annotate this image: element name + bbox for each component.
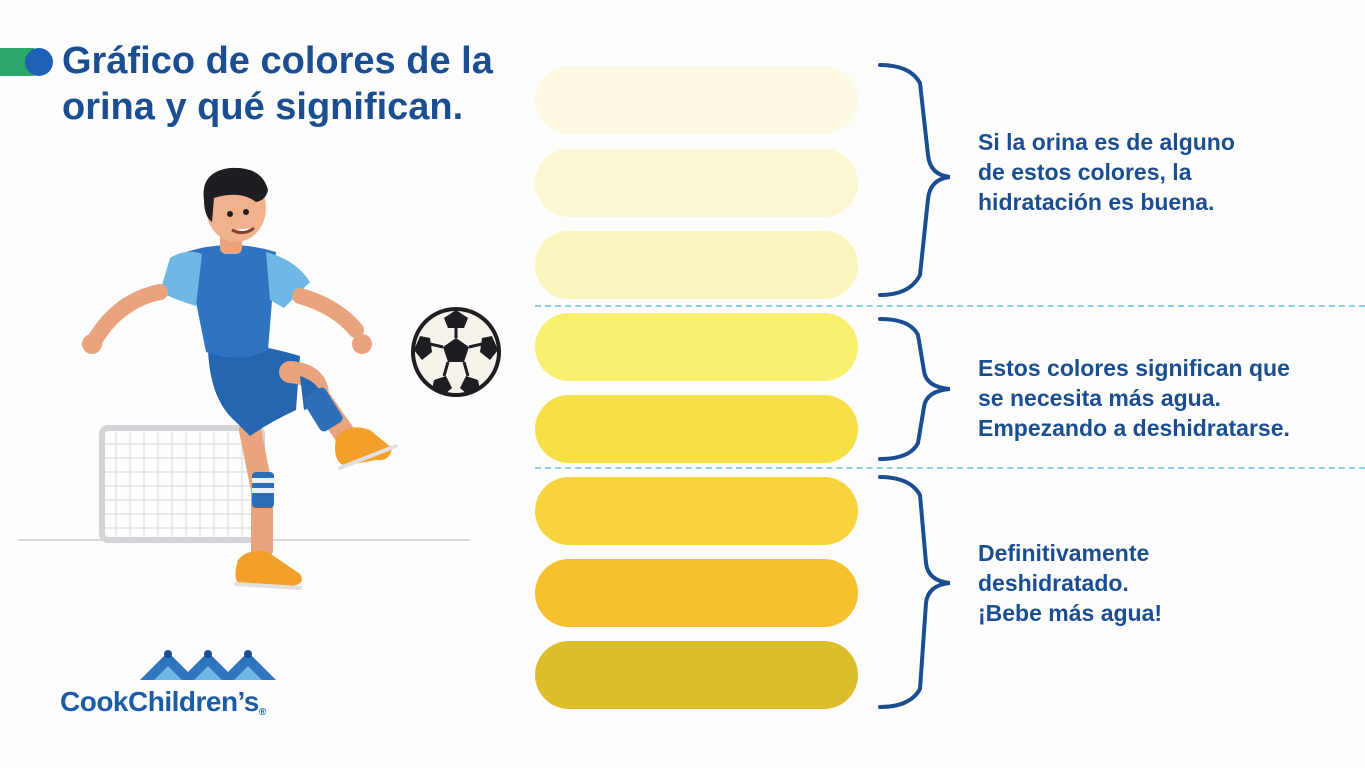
group-text-needs-water: Estos colores significan que se necesita… [978, 353, 1358, 443]
page-title: Gráfico de colores de la orina y qué sig… [62, 38, 532, 130]
group-2-line-2: se necesita más agua. [978, 385, 1221, 411]
title-line-2: orina y qué significan. [62, 86, 464, 128]
group-2-line-1: Estos colores significan que [978, 355, 1290, 381]
accent-dot [25, 48, 53, 76]
group-1-line-1: Si la orina es de alguno [978, 129, 1235, 155]
group-1-line-2: de estos colores, la [978, 159, 1192, 185]
group-text-good-hydration: Si la orina es de alguno de estos colore… [978, 127, 1358, 217]
soccer-goal-icon [99, 425, 265, 543]
color-swatch-2 [535, 149, 858, 217]
color-swatch-3 [535, 231, 858, 299]
color-swatch-4 [535, 313, 858, 381]
color-swatch-7 [535, 559, 858, 627]
group-brackets [878, 63, 950, 709]
logo-trademark: ® [258, 707, 266, 718]
divider-line-1 [535, 305, 1365, 307]
group-1-line-3: hidratación es buena. [978, 189, 1215, 215]
group-3-line-1: Definitivamente [978, 540, 1150, 566]
cook-childrens-logo-icon [140, 650, 276, 680]
color-swatch-8 [535, 641, 858, 709]
bracket-3 [878, 475, 950, 709]
divider-line-2 [535, 467, 1365, 469]
color-swatch-5 [535, 395, 858, 463]
logo-wordmark: CookChildren’s® [60, 686, 266, 718]
bracket-2 [878, 317, 950, 461]
soccer-player-illustration [18, 167, 470, 590]
group-3-line-3: ¡Bebe más agua! [978, 600, 1163, 626]
color-swatch-6 [535, 477, 858, 545]
group-text-dehydrated: Definitivamente deshidratado. ¡Bebe más … [978, 538, 1358, 628]
title-line-1: Gráfico de colores de la [62, 40, 493, 82]
logo-name: CookChildren’s [60, 686, 259, 717]
group-3-line-2: deshidratado. [978, 570, 1129, 596]
group-2-line-3: Empezando a deshidratarse. [978, 415, 1290, 441]
soccer-ball-icon [411, 307, 501, 397]
bracket-1 [878, 63, 950, 297]
color-swatch-1 [535, 66, 858, 134]
